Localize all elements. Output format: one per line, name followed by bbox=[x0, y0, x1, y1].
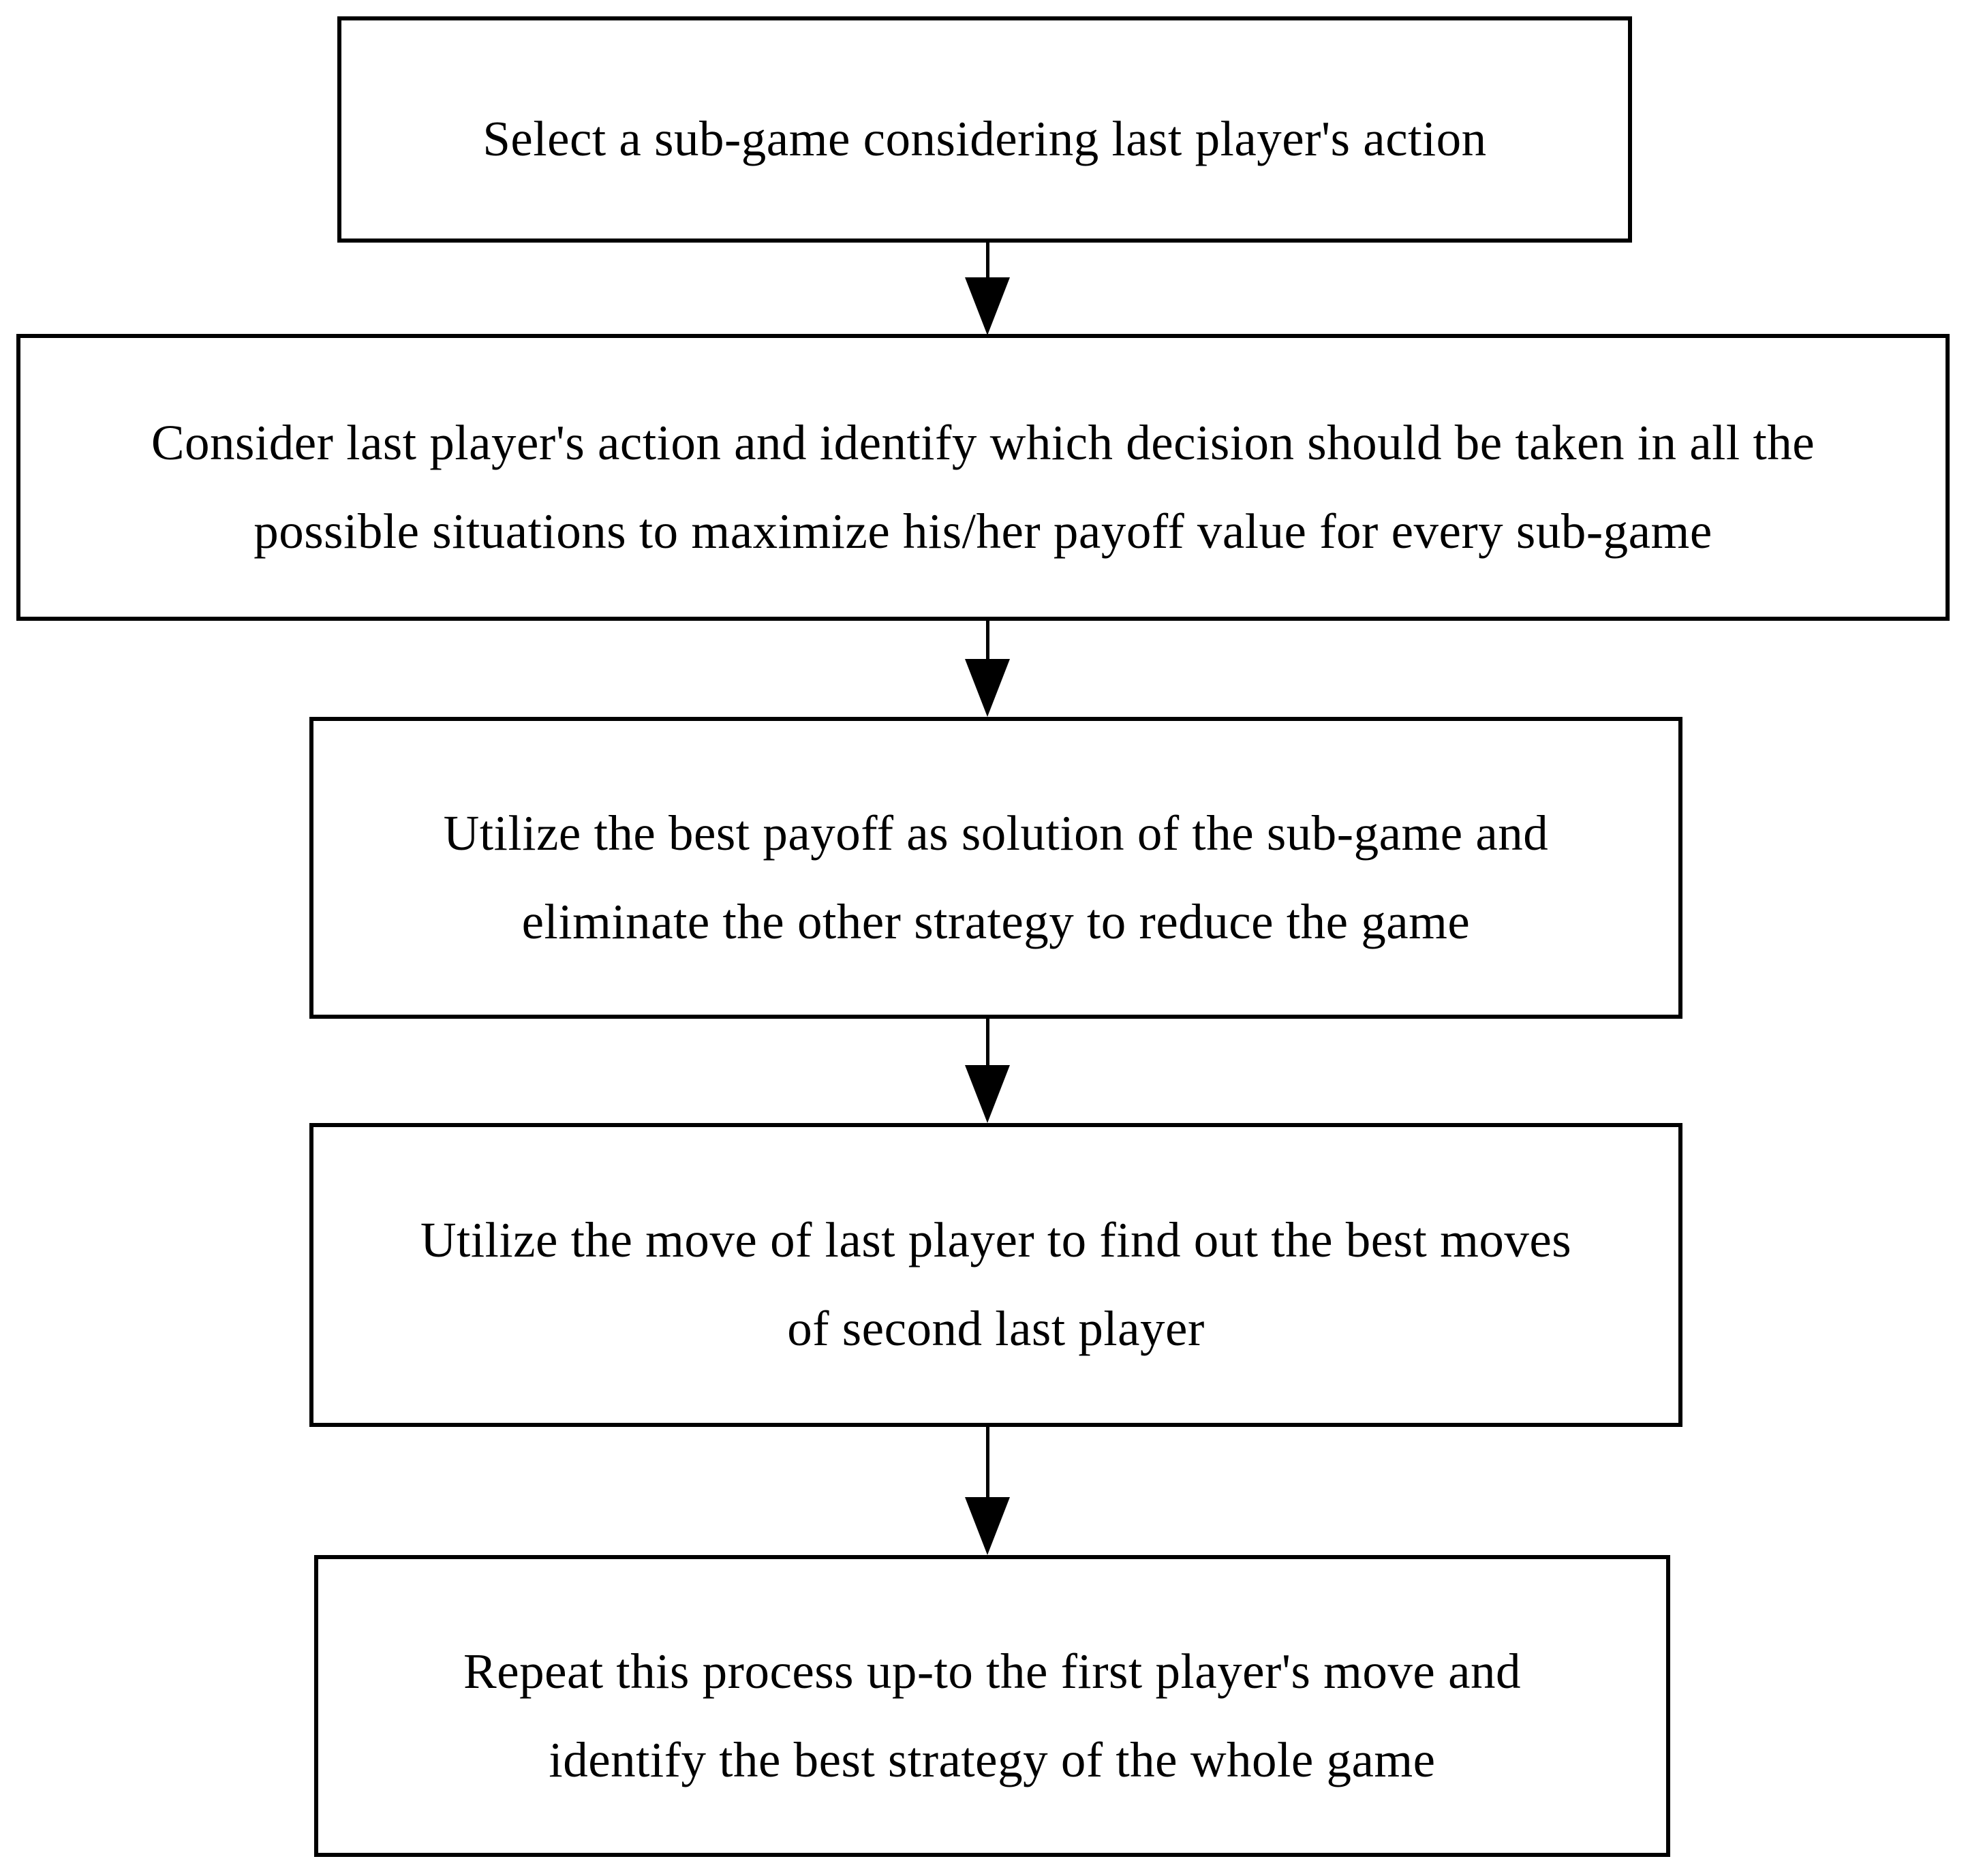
step-3-text-line-2: eliminate the other strategy to reduce t… bbox=[521, 893, 1471, 949]
step-1-text: Select a sub-game considering last playe… bbox=[482, 111, 1487, 166]
arrowhead-down-icon bbox=[965, 1497, 1010, 1555]
step-5-text-line-1: Repeat this process up-to the first play… bbox=[463, 1643, 1521, 1699]
down-arrow-3 bbox=[965, 1019, 1010, 1123]
arrow-stem bbox=[985, 1427, 989, 1497]
down-arrow-2 bbox=[965, 621, 1010, 717]
step-4-text-line-1: Utilize the move of last player to find … bbox=[420, 1212, 1572, 1267]
step-3-text-line-1: Utilize the best payoff as solution of t… bbox=[443, 805, 1549, 861]
flow-box-step-3: Utilize the best payoff as solution of t… bbox=[309, 717, 1682, 1019]
down-arrow-4 bbox=[965, 1427, 1010, 1555]
flow-box-step-5: Repeat this process up-to the first play… bbox=[314, 1555, 1670, 1857]
arrowhead-down-icon bbox=[965, 277, 1010, 335]
flow-box-step-4: Utilize the move of last player to find … bbox=[309, 1123, 1682, 1427]
step-5-text-line-2: identify the best strategy of the whole … bbox=[549, 1732, 1436, 1787]
down-arrow-1 bbox=[965, 243, 1010, 335]
arrowhead-down-icon bbox=[965, 659, 1010, 717]
flow-box-step-1: Select a sub-game considering last playe… bbox=[337, 16, 1632, 243]
step-2-text-line-1: Consider last player's action and identi… bbox=[151, 414, 1815, 470]
step-4-text-line-2: of second last player bbox=[787, 1301, 1205, 1356]
step-2-text-line-2: possible situations to maximize his/her … bbox=[253, 503, 1712, 559]
arrow-stem bbox=[985, 621, 989, 659]
flow-box-step-2: Consider last player's action and identi… bbox=[16, 334, 1950, 621]
arrow-stem bbox=[985, 243, 989, 277]
arrowhead-down-icon bbox=[965, 1065, 1010, 1123]
arrow-stem bbox=[985, 1019, 989, 1065]
